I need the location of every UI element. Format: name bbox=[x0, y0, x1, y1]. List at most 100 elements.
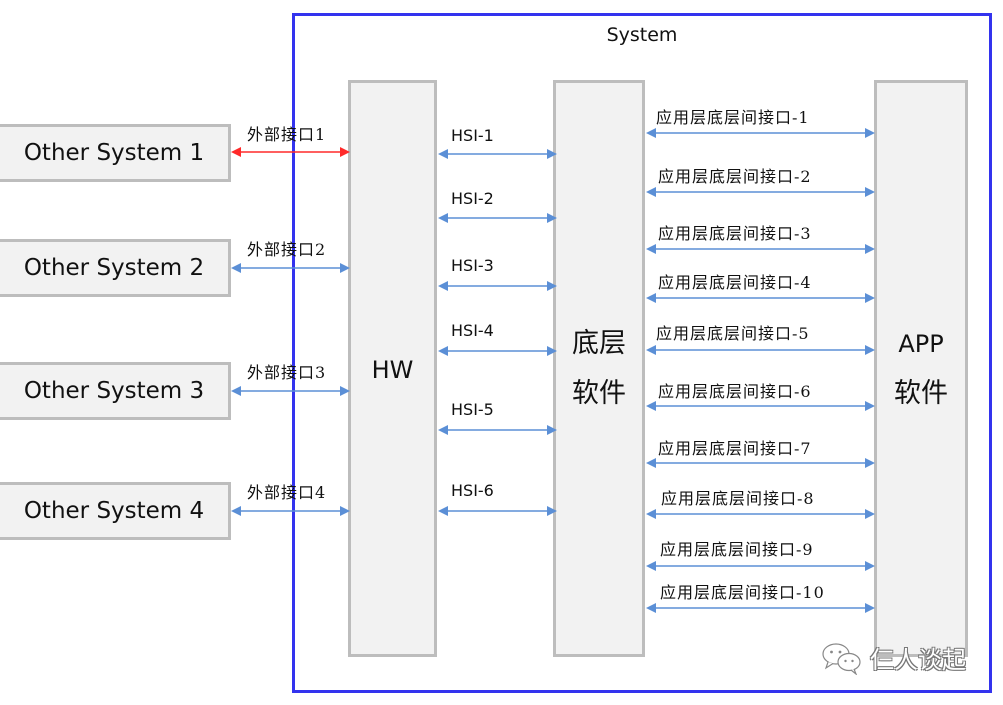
external-interface-arrow-2[interactable] bbox=[231, 263, 350, 273]
app-base-interface-arrow-2-head-left bbox=[646, 187, 656, 197]
app-base-interface-arrow-3-head-right bbox=[865, 244, 875, 254]
hsi-arrow-2-head-left bbox=[438, 213, 448, 223]
app-base-interface-label-3: 应用层底层间接口-3 bbox=[658, 224, 812, 243]
app-base-interface-label-7: 应用层底层间接口-7 bbox=[658, 439, 812, 458]
app-base-interface-arrow-1-head-right bbox=[865, 128, 875, 138]
external-system-4[interactable]: Other System 4 bbox=[0, 482, 231, 540]
app-software-block[interactable]: APP 软件 bbox=[874, 80, 968, 657]
app-base-interface-arrow-10-head-right bbox=[865, 603, 875, 613]
hsi-arrow-1[interactable] bbox=[438, 149, 557, 159]
app-base-interface-label-10: 应用层底层间接口-10 bbox=[660, 583, 825, 602]
base-software-label-line1: 底层 bbox=[572, 328, 626, 359]
hsi-arrow-5[interactable] bbox=[438, 425, 557, 435]
app-base-interface-arrow-2-head-right bbox=[865, 187, 875, 197]
external-interface-label-4: 外部接口4 bbox=[247, 483, 327, 502]
app-base-interface-arrow-6-head-right bbox=[865, 401, 875, 411]
app-base-interface-label-8: 应用层底层间接口-8 bbox=[661, 489, 815, 508]
external-interface-label-2: 外部接口2 bbox=[247, 240, 327, 259]
hsi-arrow-3-head-right bbox=[547, 281, 557, 291]
hw-block[interactable]: HW bbox=[348, 80, 437, 657]
watermark: 仨人谈起 bbox=[820, 640, 966, 675]
hsi-label-5: HSI-5 bbox=[451, 400, 494, 419]
hsi-label-1: HSI-1 bbox=[451, 126, 494, 145]
external-interface-arrow-4[interactable] bbox=[231, 506, 350, 516]
external-system-1[interactable]: Other System 1 bbox=[0, 124, 231, 182]
base-software-block[interactable]: 底层 软件 bbox=[553, 80, 645, 657]
app-base-interface-label-4: 应用层底层间接口-4 bbox=[658, 273, 812, 292]
app-base-interface-arrow-4-head-right bbox=[865, 293, 875, 303]
external-interface-arrow-2-head-left bbox=[231, 263, 241, 273]
system-title: System bbox=[606, 24, 678, 46]
app-base-interface-arrow-8-head-right bbox=[865, 509, 875, 519]
app-base-interface-arrow-8-head-left bbox=[646, 509, 656, 519]
app-base-interface-arrow-5[interactable] bbox=[646, 345, 875, 355]
hsi-arrow-6[interactable] bbox=[438, 506, 557, 516]
app-base-interface-arrow-9-head-left bbox=[646, 561, 656, 571]
app-base-interface-arrow-3[interactable] bbox=[646, 244, 875, 254]
hsi-arrow-1-head-right bbox=[547, 149, 557, 159]
hsi-arrow-4[interactable] bbox=[438, 346, 557, 356]
external-interface-arrow-4-head-left bbox=[231, 506, 241, 516]
app-base-interface-arrow-5-head-left bbox=[646, 345, 656, 355]
external-interface-arrow-4-head-right bbox=[340, 506, 350, 516]
app-software-label-line2: 软件 bbox=[894, 378, 948, 409]
hw-label: HW bbox=[371, 356, 414, 384]
external-interface-arrow-1-head-right bbox=[340, 147, 350, 157]
app-base-interface-arrow-1[interactable] bbox=[646, 128, 875, 138]
hsi-arrow-5-head-left bbox=[438, 425, 448, 435]
external-system-3[interactable]: Other System 3 bbox=[0, 362, 231, 420]
app-base-interface-arrow-6-head-left bbox=[646, 401, 656, 411]
app-base-interface-label-2: 应用层底层间接口-2 bbox=[658, 167, 812, 186]
app-base-interface-arrow-3-head-left bbox=[646, 244, 656, 254]
external-system-4-label: Other System 4 bbox=[23, 498, 205, 524]
external-interface-arrow-1[interactable] bbox=[231, 147, 350, 157]
hsi-arrow-6-head-right bbox=[547, 506, 557, 516]
hsi-arrow-2-head-right bbox=[547, 213, 557, 223]
external-system-2-label: Other System 2 bbox=[23, 255, 205, 281]
external-interface-arrow-3[interactable] bbox=[231, 386, 350, 396]
external-system-1-label: Other System 1 bbox=[23, 140, 205, 166]
hsi-label-4: HSI-4 bbox=[451, 321, 494, 340]
hsi-arrow-2[interactable] bbox=[438, 213, 557, 223]
external-interface-arrow-1-head-left bbox=[231, 147, 241, 157]
hsi-label-2: HSI-2 bbox=[451, 189, 494, 208]
app-base-interface-arrow-1-head-left bbox=[646, 128, 656, 138]
system-boundary bbox=[292, 13, 992, 693]
watermark-text: 仨人谈起 bbox=[870, 646, 966, 674]
app-base-interface-arrow-10-head-left bbox=[646, 603, 656, 613]
hsi-arrow-3-head-left bbox=[438, 281, 448, 291]
app-base-interface-arrow-10[interactable] bbox=[646, 603, 875, 613]
app-base-interface-arrow-5-head-right bbox=[865, 345, 875, 355]
app-base-interface-arrow-7[interactable] bbox=[646, 458, 875, 468]
app-base-interface-arrow-4[interactable] bbox=[646, 293, 875, 303]
app-base-interface-arrow-9[interactable] bbox=[646, 561, 875, 571]
app-base-interface-arrow-8[interactable] bbox=[646, 509, 875, 519]
app-software-label-line1: APP bbox=[898, 330, 944, 358]
base-software-label-line2: 软件 bbox=[572, 378, 626, 409]
hsi-label-3: HSI-3 bbox=[451, 256, 494, 275]
hsi-label-6: HSI-6 bbox=[451, 481, 494, 500]
hsi-arrow-4-head-left bbox=[438, 346, 448, 356]
app-base-interface-label-5: 应用层底层间接口-5 bbox=[656, 324, 810, 343]
external-interface-arrow-3-head-left bbox=[231, 386, 241, 396]
hsi-arrow-4-head-right bbox=[547, 346, 557, 356]
app-base-interface-label-6: 应用层底层间接口-6 bbox=[658, 382, 812, 401]
app-base-interface-arrow-7-head-right bbox=[865, 458, 875, 468]
wechat-icon bbox=[822, 642, 861, 675]
app-base-interface-arrow-6[interactable] bbox=[646, 401, 875, 411]
hsi-arrow-3[interactable] bbox=[438, 281, 557, 291]
app-base-interface-label-9: 应用层底层间接口-9 bbox=[660, 540, 814, 559]
external-interface-label-1: 外部接口1 bbox=[247, 125, 327, 144]
hsi-arrow-6-head-left bbox=[438, 506, 448, 516]
hsi-arrow-1-head-left bbox=[438, 149, 448, 159]
external-interface-arrow-2-head-right bbox=[340, 263, 350, 273]
external-interface-label-3: 外部接口3 bbox=[247, 363, 327, 382]
app-base-interface-arrow-2[interactable] bbox=[646, 187, 875, 197]
external-interface-arrow-3-head-right bbox=[340, 386, 350, 396]
app-base-interface-label-1: 应用层底层间接口-1 bbox=[656, 108, 810, 127]
external-system-3-label: Other System 3 bbox=[23, 378, 205, 404]
external-system-2[interactable]: Other System 2 bbox=[0, 239, 231, 297]
app-base-interface-arrow-4-head-left bbox=[646, 293, 656, 303]
hsi-arrow-5-head-right bbox=[547, 425, 557, 435]
